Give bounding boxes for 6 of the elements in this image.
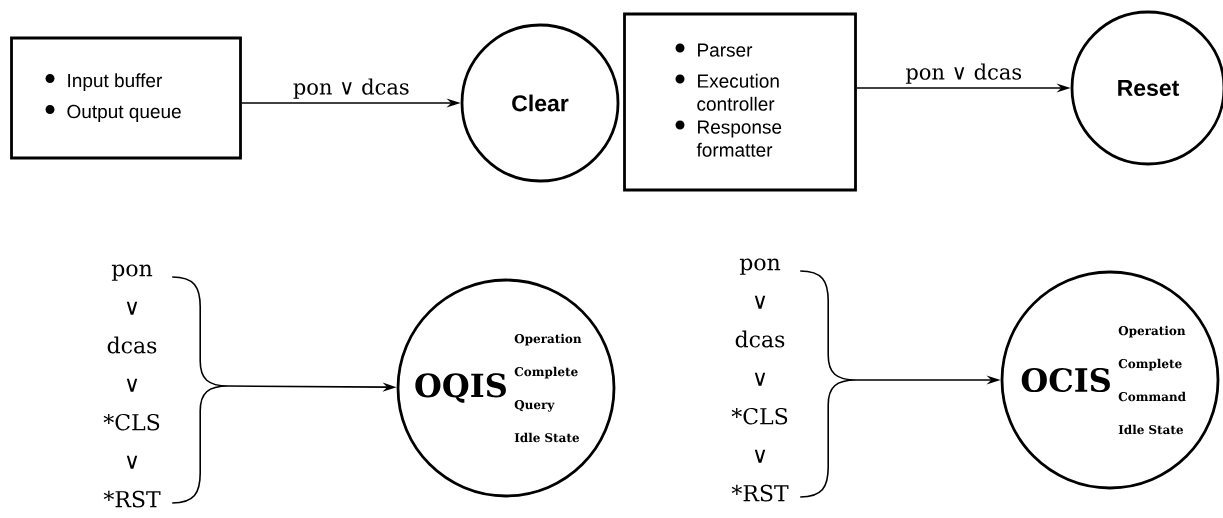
bullet-list-box: Input buffer Output queue — [10, 36, 242, 160]
condition-stack: pon ∨ dcas ∨ *CLS ∨ *RST — [103, 264, 161, 508]
condition-stack: pon ∨ dcas ∨ *CLS ∨ *RST — [731, 258, 789, 502]
edge-label: pon ∨ dcas — [904, 62, 1024, 85]
bullet-list-box: Parser Execution controller Response formatter — [623, 12, 857, 192]
edge-label: pon ∨ dcas — [291, 77, 411, 100]
